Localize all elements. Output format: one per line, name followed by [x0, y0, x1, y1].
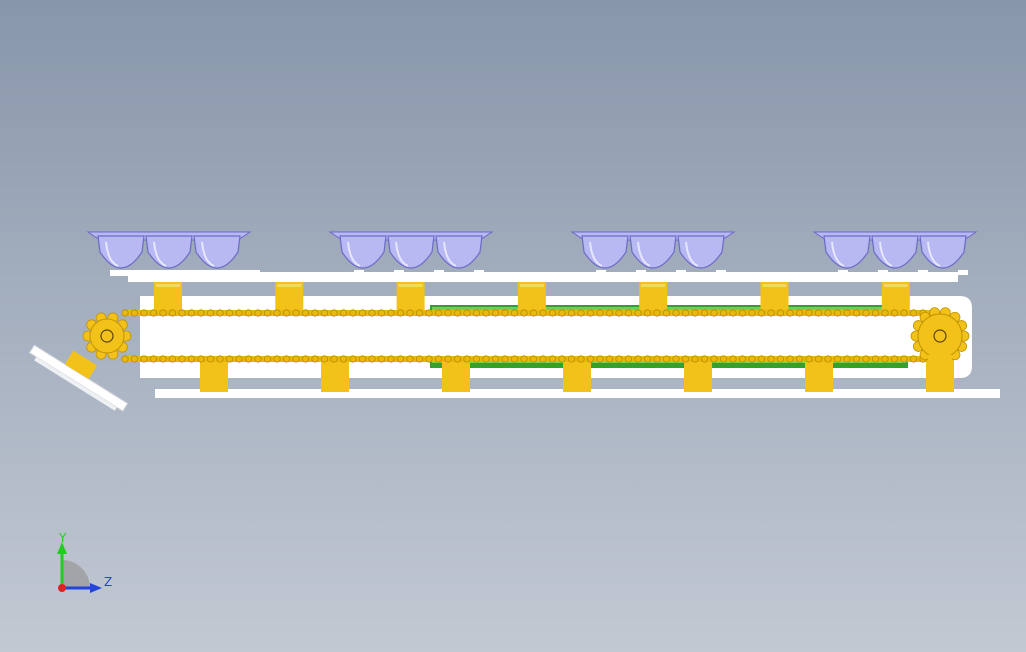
bucket: [677, 235, 725, 269]
bucket: [193, 235, 241, 269]
sprocket-hub: [933, 329, 947, 343]
bucket: [339, 235, 387, 269]
y-axis-head: [57, 542, 67, 554]
bucket: [97, 235, 145, 269]
bucket: [871, 235, 919, 269]
bucket: [435, 235, 483, 269]
bucket-groups: [86, 231, 978, 275]
y-axis-label: Y: [58, 531, 67, 545]
end-bracket: [928, 355, 952, 391]
bucket-group: [328, 231, 494, 275]
x-axis-dot: [58, 584, 66, 592]
tensioner-plate: [28, 344, 129, 412]
drive-sprocket[interactable]: [82, 312, 132, 360]
bucket-group: [812, 231, 978, 275]
z-axis-head: [90, 583, 102, 593]
z-axis-label: Z: [104, 575, 112, 589]
bucket: [919, 235, 967, 269]
sprocket-hub: [100, 329, 114, 343]
bucket: [629, 235, 677, 269]
bucket-group: [570, 231, 736, 275]
bucket: [581, 235, 629, 269]
upper-rail: [110, 270, 958, 282]
bucket: [145, 235, 193, 269]
bucket-group: [86, 231, 252, 275]
axis-triad: Y Z: [57, 531, 112, 593]
lower-rail: [155, 389, 1000, 398]
bucket: [823, 235, 871, 269]
drive-chain: [121, 309, 937, 363]
bucket: [387, 235, 435, 269]
